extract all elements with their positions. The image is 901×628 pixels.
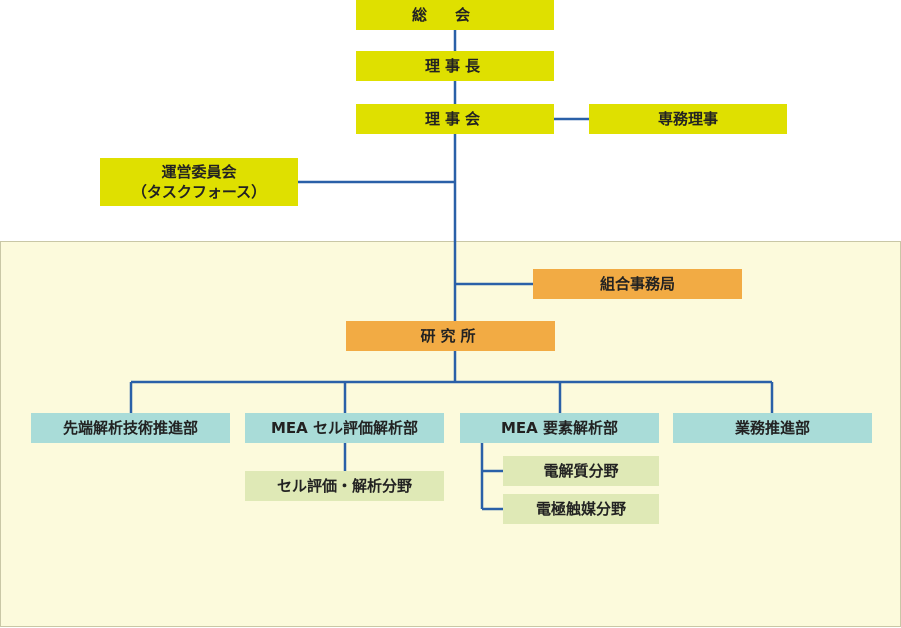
dept-mea-cell-eval: MEA セル評価解析部 [245, 413, 444, 443]
union-office-box: 組合事務局 [533, 269, 742, 299]
managing-director-box: 専務理事 [589, 104, 787, 134]
sub-electrocatalyst: 電極触媒分野 [503, 494, 659, 524]
sub-cell-eval: セル評価・解析分野 [245, 471, 444, 501]
chairman-box: 理事長 [356, 51, 554, 81]
dept-advanced-analysis: 先端解析技術推進部 [31, 413, 230, 443]
general-assembly-box: 総会 [356, 0, 554, 30]
steering-committee-box: 運営委員会 （タスクフォース） [100, 158, 298, 206]
sub-electrolyte: 電解質分野 [503, 456, 659, 486]
board-box: 理事会 [356, 104, 554, 134]
research-institute-box: 研究所 [346, 321, 555, 351]
dept-mea-element: MEA 要素解析部 [460, 413, 659, 443]
dept-business-promotion: 業務推進部 [673, 413, 872, 443]
